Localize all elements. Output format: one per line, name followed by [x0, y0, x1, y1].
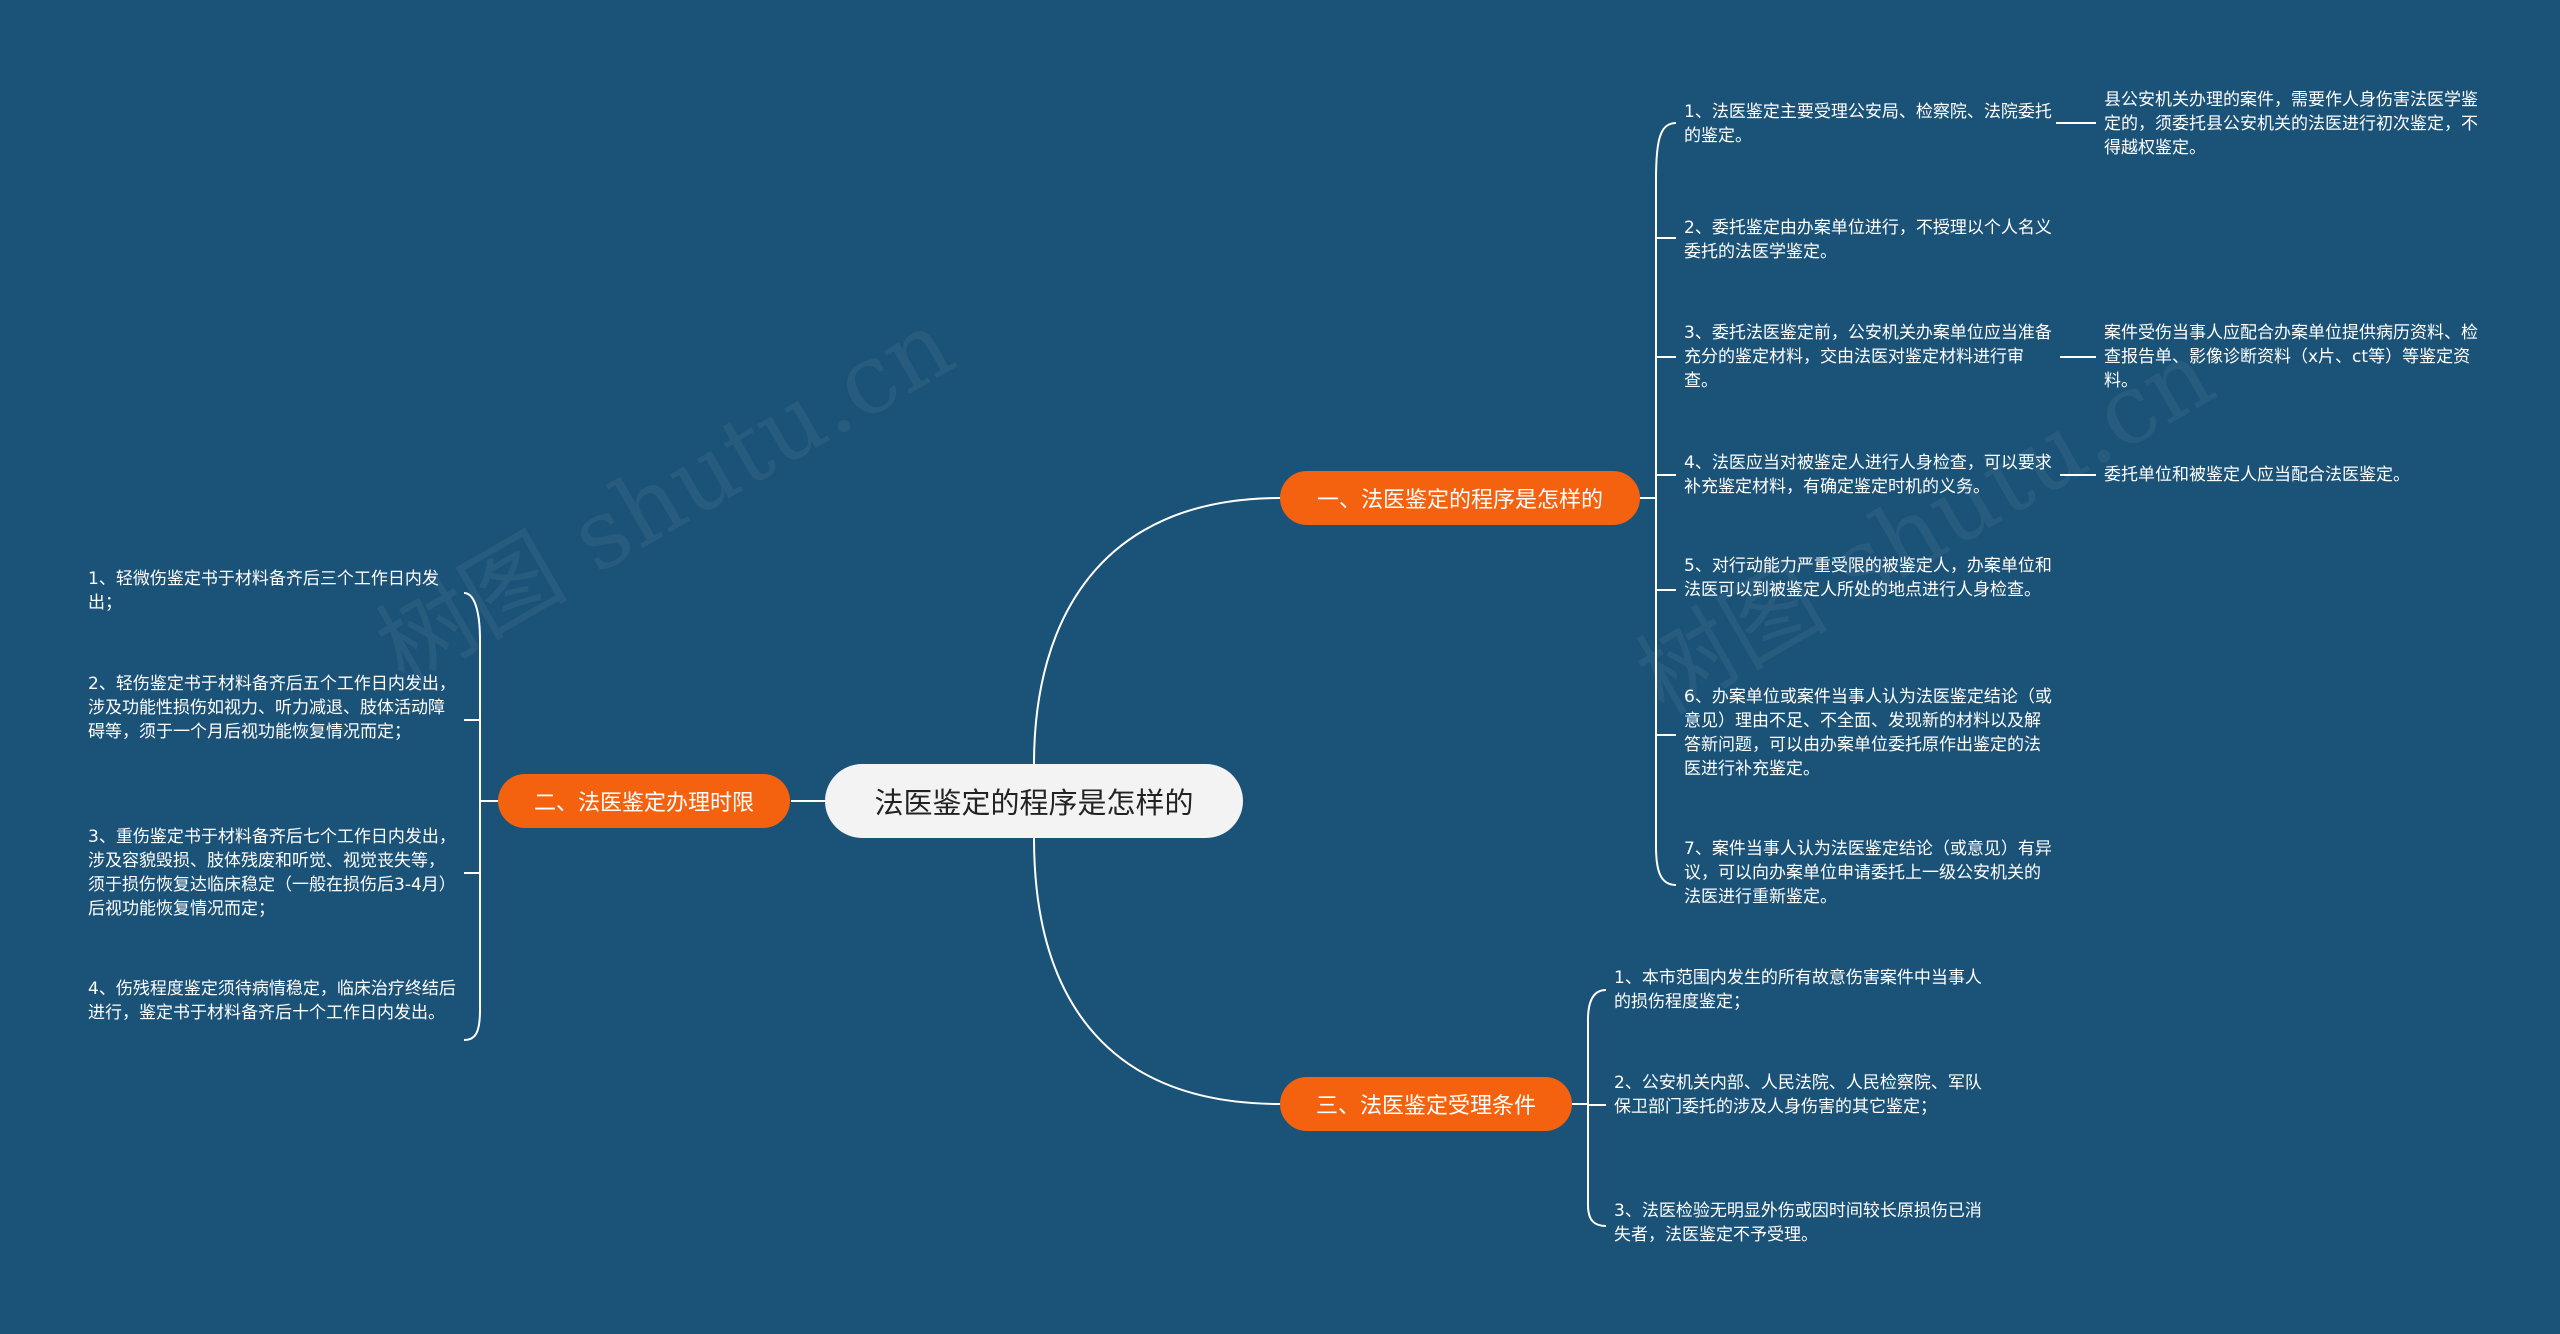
- root-node[interactable]: 法医鉴定的程序是怎样的: [825, 764, 1243, 838]
- branch-node-conditions[interactable]: 三、法医鉴定受理条件: [1280, 1077, 1572, 1131]
- procedure-note: 委托单位和被鉴定人应当配合法医鉴定。: [2104, 465, 2410, 485]
- condition-item: 3、法医检验无明显外伤或因时间较长原损伤已消失者，法医鉴定不予受理。: [1614, 1201, 1982, 1245]
- procedure-item: 3、委托法医鉴定前，公安机关办案单位应当准备充分的鉴定材料，交由法医对鉴定材料进…: [1684, 323, 2052, 391]
- procedure-item: 7、案件当事人认为法医鉴定结论（或意见）有异议，可以向办案单位申请委托上一级公安…: [1684, 839, 2052, 907]
- procedure-item: 1、法医鉴定主要受理公安局、检察院、法院委托的鉴定。: [1684, 102, 2052, 146]
- procedure-item: 6、办案单位或案件当事人认为法医鉴定结论（或意见）理由不足、不全面、发现新的材料…: [1684, 687, 2052, 779]
- time-limit-item: 1、轻微伤鉴定书于材料备齐后三个工作日内发出；: [88, 569, 439, 613]
- procedure-note: 县公安机关办理的案件，需要作人身伤害法医学鉴定的，须委托县公安机关的法医进行初次…: [2104, 90, 2478, 158]
- time-limit-item: 2、轻伤鉴定书于材料备齐后五个工作日内发出，涉及功能性损伤如视力、听力减退、肢体…: [88, 674, 456, 742]
- time-limit-item: 3、重伤鉴定书于材料备齐后七个工作日内发出，涉及容貌毁损、肢体残废和听觉、视觉丧…: [88, 827, 456, 919]
- procedure-note: 案件受伤当事人应配合办案单位提供病历资料、检查报告单、影像诊断资料（x片、ct等…: [2104, 323, 2478, 391]
- branch-node-procedure[interactable]: 一、法医鉴定的程序是怎样的: [1280, 471, 1640, 525]
- branch-node-time-limit[interactable]: 二、法医鉴定办理时限: [498, 774, 790, 828]
- procedure-item: 5、对行动能力严重受限的被鉴定人，办案单位和法医可以到被鉴定人所处的地点进行人身…: [1684, 556, 2052, 600]
- procedure-item: 4、法医应当对被鉴定人进行人身检查，可以要求补充鉴定材料，有确定鉴定时机的义务。: [1684, 453, 2052, 497]
- procedure-item: 2、委托鉴定由办案单位进行，不授理以个人名义委托的法医学鉴定。: [1684, 218, 2052, 262]
- time-limit-item: 4、伤残程度鉴定须待病情稳定，临床治疗终结后进行，鉴定书于材料备齐后十个工作日内…: [88, 979, 456, 1023]
- condition-item: 2、公安机关内部、人民法院、人民检察院、军队保卫部门委托的涉及人身伤害的其它鉴定…: [1614, 1073, 1982, 1117]
- condition-item: 1、本市范围内发生的所有故意伤害案件中当事人的损伤程度鉴定；: [1614, 968, 1982, 1012]
